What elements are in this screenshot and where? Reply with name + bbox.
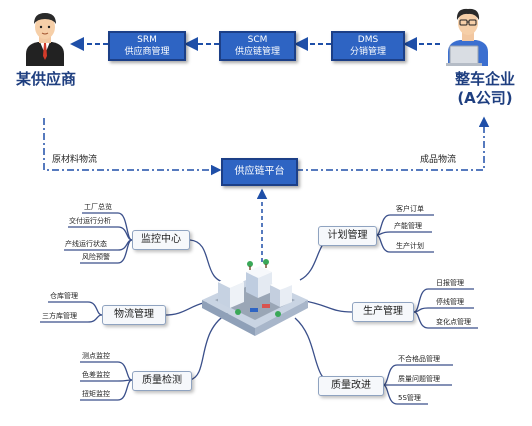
- node-monitor-center: 监控中心: [132, 230, 190, 250]
- scm-box: SCM 供应链管理: [219, 31, 296, 61]
- oem-label: 整车企业 (A公司): [440, 70, 530, 108]
- leaf-color-diff: 色差监控: [82, 371, 110, 379]
- dms-name: 分销管理: [349, 47, 386, 57]
- raw-material-flow-line: [43, 118, 222, 176]
- leaf-line-status: 产线运行状态: [65, 240, 107, 248]
- srm-code: SRM: [137, 35, 157, 45]
- srm-box: SRM 供应商管理: [108, 31, 186, 61]
- mindmap-branches: [40, 212, 478, 405]
- node-quality-improve: 质量改进: [318, 376, 384, 396]
- leaf-quality-issue: 质量问题管理: [398, 375, 440, 383]
- leaf-capacity: 产能管理: [394, 222, 422, 230]
- leaf-daily-report: 日报管理: [436, 279, 464, 287]
- leaf-change-point: 变化点管理: [436, 318, 471, 326]
- raw-material-flow-label: 原材料物流: [52, 155, 98, 165]
- leaf-production-plan: 生产计划: [396, 242, 424, 250]
- supplier-person-icon: [26, 13, 64, 66]
- node-production: 生产管理: [352, 302, 414, 322]
- platform-label: 供应链平台: [234, 166, 285, 177]
- leaf-risk-warning: 风险预警: [82, 253, 110, 261]
- oem-person-icon: [446, 8, 488, 66]
- node-logistics: 物流管理: [102, 305, 166, 325]
- node-planning: 计划管理: [318, 226, 377, 246]
- scm-name: 供应链管理: [234, 47, 280, 57]
- leaf-customer-order: 客户订单: [396, 205, 424, 213]
- leaf-factory-overview: 工厂总览: [84, 203, 112, 211]
- oem-label-line1: 整车企业: [454, 70, 515, 88]
- supplier-label: 某供应商: [15, 70, 76, 88]
- srm-name: 供应商管理: [124, 47, 170, 57]
- finished-goods-flow-line: [296, 116, 490, 171]
- supply-chain-platform-box: 供应链平台: [221, 158, 298, 186]
- leaf-5s: 5S管理: [398, 394, 421, 402]
- leaf-warehouse-mgmt: 仓库管理: [50, 292, 78, 300]
- leaf-torque: 扭矩监控: [82, 390, 110, 398]
- leaf-nonconforming: 不合格品管理: [398, 355, 440, 363]
- node-quality-check: 质量检测: [132, 371, 192, 391]
- dms-box: DMS 分销管理: [331, 31, 405, 61]
- scm-code: SCM: [247, 35, 268, 45]
- finished-goods-flow-label: 成品物流: [420, 155, 457, 165]
- leaf-delivery-analysis: 交付运行分析: [69, 217, 111, 225]
- factory-city-illustration: [202, 259, 308, 336]
- dms-code: DMS: [357, 35, 379, 45]
- leaf-3pl-warehouse: 三方库管理: [42, 312, 77, 320]
- oem-label-line2: (A公司): [457, 89, 513, 107]
- leaf-line-stop: 停线管理: [436, 298, 464, 306]
- leaf-measure-point: 测点监控: [82, 352, 110, 360]
